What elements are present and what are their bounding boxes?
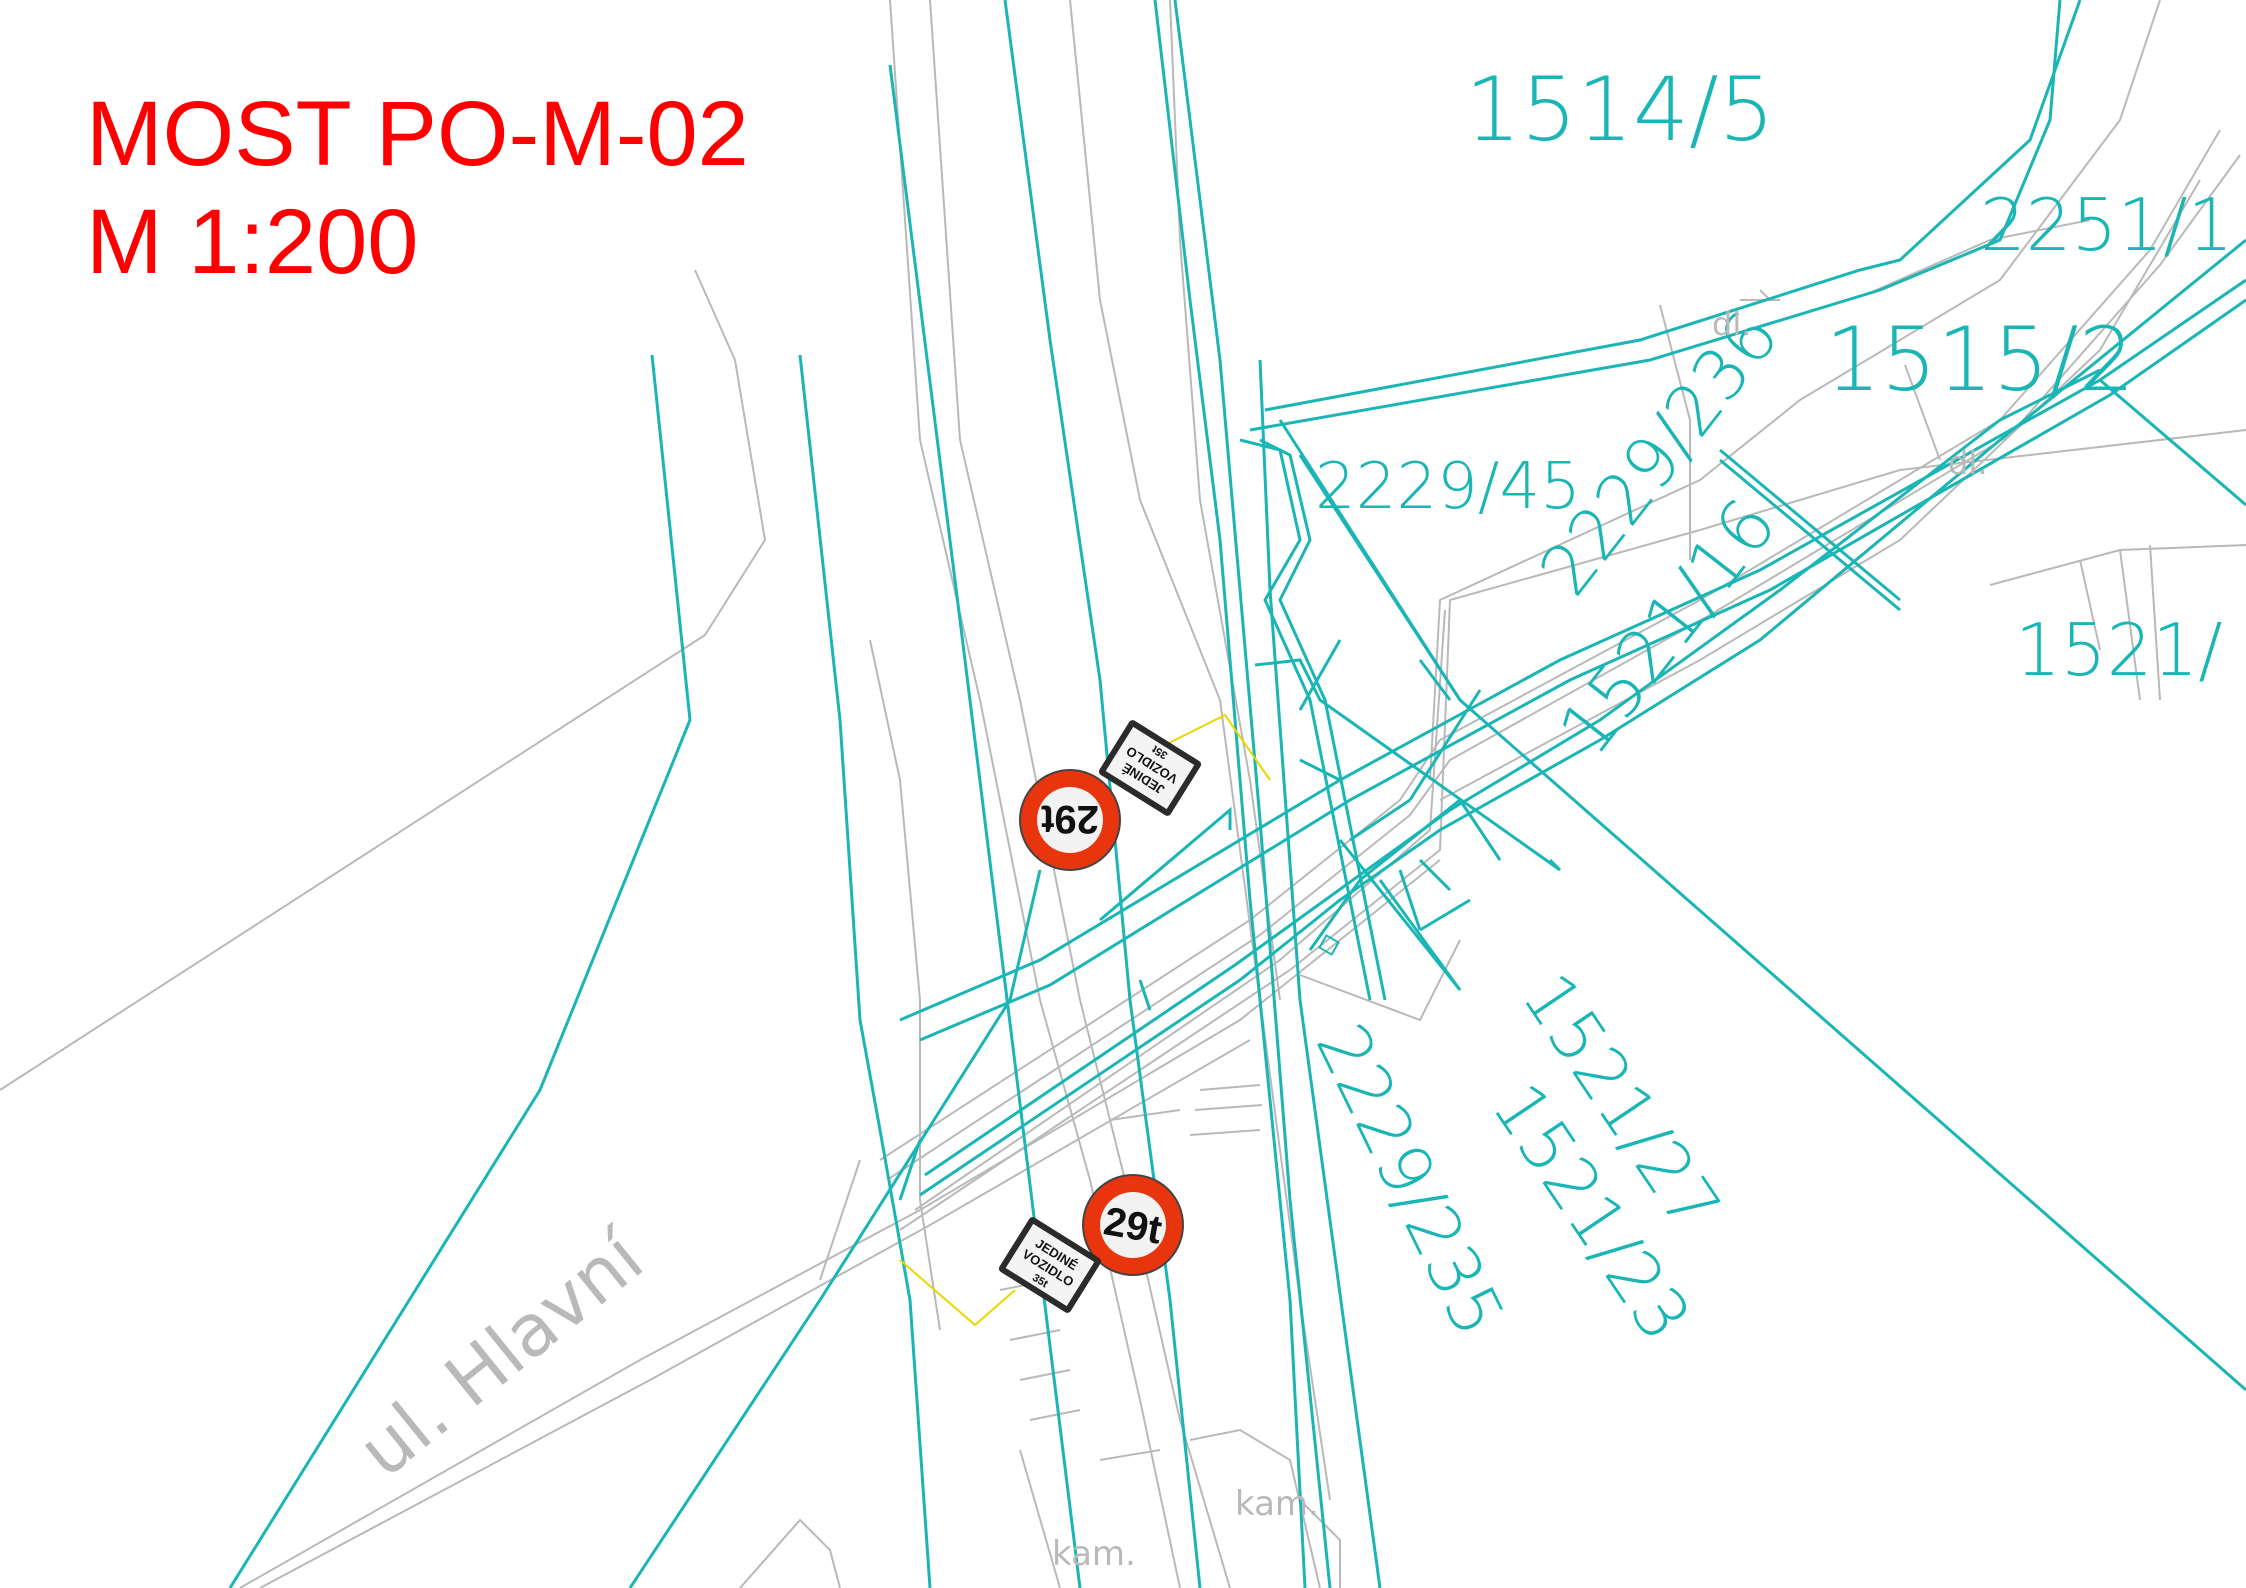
weight-limit-text: 29t (1041, 797, 1099, 841)
parcel-label: 1515/2 (1825, 308, 2135, 411)
drawing-title: MOST PO-M-02 M 1:200 (86, 80, 749, 296)
parcel-label: 2229/45 (1315, 450, 1581, 524)
title-scale: M 1:200 (86, 191, 419, 293)
parcel-label: 1521/ (2015, 608, 2223, 692)
sign-leaders (899, 713, 1271, 1327)
parcel-label: 2229/235 (1300, 1012, 1521, 1349)
supplementary-sign-lower: JEDINÉ VOZIDLO 35t (998, 1217, 1102, 1313)
pole-markers (1318, 934, 1340, 956)
traffic-sign-upper: 29t (1019, 769, 1121, 871)
dl-label: dl. (1712, 305, 1751, 343)
parcel-label: 2251/1 (1980, 183, 2233, 267)
parcel-label: 1514/5 (1465, 58, 1775, 161)
supplementary-sign-upper: JEDINÉ VOZIDLO 35t (1098, 720, 1202, 816)
kam-label: kam. (1235, 1484, 1319, 1524)
dl-label: dl. (1948, 444, 1987, 482)
title-bridge-id: MOST PO-M-02 (86, 83, 749, 185)
parcel-labels: 1514/5 2251/1 1515/2 2229/236 2229/45 15… (1300, 58, 2234, 1356)
traffic-sign-lower: 29t (1082, 1174, 1184, 1276)
weight-limit-text: 29t (1101, 1199, 1166, 1252)
street-label: ul. Hlavní (343, 1214, 660, 1493)
kam-label: kam. (1052, 1534, 1136, 1574)
